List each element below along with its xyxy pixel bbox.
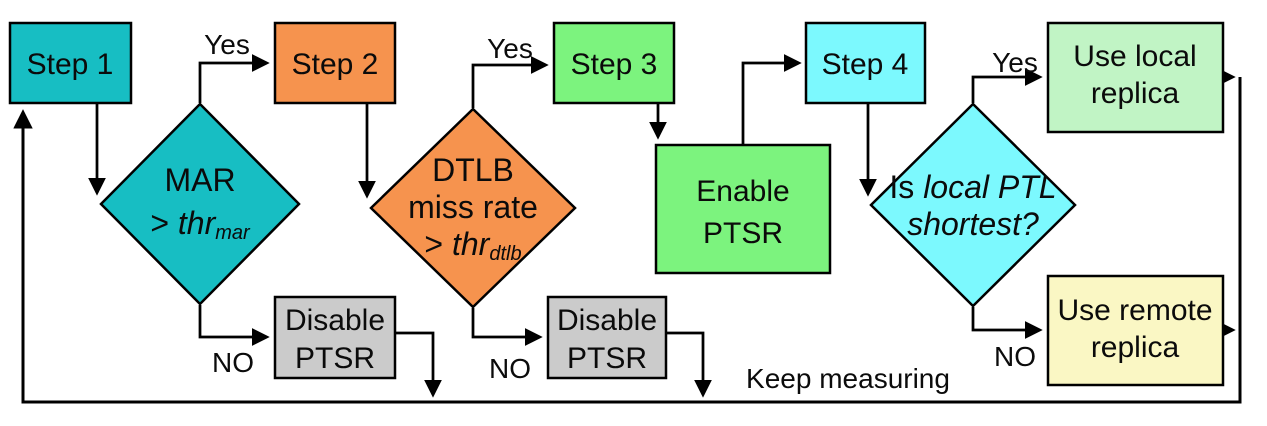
step4-label: Step 4 bbox=[822, 48, 909, 81]
edge-ptl-yes-to-use-local bbox=[971, 68, 1043, 103]
edge-ptl-no-to-use-remote bbox=[971, 307, 1043, 339]
edge-dtlb-yes-to-step3 bbox=[471, 56, 549, 108]
use-local-label-line1: Use local bbox=[1073, 40, 1196, 73]
use-remote-replica-box bbox=[1046, 274, 1225, 387]
yes-label-2: Yes bbox=[487, 33, 533, 64]
dtlb-decision-label-line1: DTLB bbox=[432, 152, 514, 188]
step2-box bbox=[273, 21, 397, 105]
yes-label-3: Yes bbox=[992, 47, 1038, 78]
disable-ptsr-1-label-line1: Disable bbox=[285, 304, 385, 337]
edge-disable1-to-return bbox=[396, 331, 442, 398]
enable-ptsr-label-line2: PTSR bbox=[703, 217, 783, 250]
use-local-label-line2: replica bbox=[1091, 77, 1180, 110]
disable-ptsr-2-label-line1: Disable bbox=[557, 304, 657, 337]
enable-ptsr-label-line1: Enable bbox=[696, 175, 789, 208]
use-remote-label-line2: replica bbox=[1091, 331, 1180, 364]
edge-mar-no-to-disable1 bbox=[198, 305, 270, 346]
mar-threshold-var: thr bbox=[178, 205, 217, 241]
dtlb-decision-diamond bbox=[369, 107, 577, 309]
no-label-2: NO bbox=[489, 353, 531, 384]
mar-decision-label-line2: > thrmar bbox=[150, 205, 251, 244]
ptl-decision-label-line1: Is local PTL bbox=[889, 169, 1056, 205]
dtlb-decision-label-line3: > thrdtlb bbox=[424, 226, 521, 265]
use-local-replica-box bbox=[1046, 21, 1225, 134]
dtlb-threshold-var: thr bbox=[452, 226, 491, 262]
ptl-label-italic: local PTL bbox=[923, 169, 1056, 205]
no-label-1: NO bbox=[212, 347, 254, 378]
dtlb-decision-label-line2: miss rate bbox=[408, 189, 538, 225]
ptl-label-prefix: Is bbox=[889, 169, 923, 205]
dtlb-gt-sign: > bbox=[424, 226, 452, 262]
edge-disable2-to-return bbox=[667, 331, 712, 398]
use-remote-label-line1: Use remote bbox=[1057, 294, 1212, 327]
enable-ptsr-box bbox=[654, 143, 832, 275]
step3-label: Step 3 bbox=[571, 48, 658, 81]
edge-return-loop bbox=[13, 77, 1242, 404]
mar-decision-label-line1: MAR bbox=[164, 162, 235, 198]
ptl-decision-label-line2: shortest? bbox=[907, 206, 1039, 242]
step1-box bbox=[8, 21, 133, 105]
mar-decision-diamond bbox=[99, 102, 301, 306]
dtlb-threshold-subscript: dtlb bbox=[489, 243, 521, 265]
no-label-3: NO bbox=[994, 341, 1036, 372]
step2-label: Step 2 bbox=[292, 48, 379, 81]
keep-measuring-label: Keep measuring bbox=[746, 363, 950, 394]
disable-ptsr-box-2 bbox=[546, 295, 668, 380]
mar-threshold-subscript: mar bbox=[215, 222, 251, 244]
mar-gt-sign: > bbox=[150, 205, 178, 241]
edge-dtlb-no-to-disable2 bbox=[471, 308, 543, 346]
edge-mar-yes-to-step2 bbox=[198, 54, 270, 103]
yes-label-1: Yes bbox=[204, 29, 250, 60]
edge-enable-to-step4 bbox=[741, 54, 802, 144]
disable-ptsr-1-label-line2: PTSR bbox=[295, 342, 375, 375]
step4-box bbox=[804, 21, 927, 105]
ptl-decision-diamond bbox=[869, 102, 1077, 308]
disable-ptsr-box-1 bbox=[273, 295, 397, 380]
disable-ptsr-2-label-line2: PTSR bbox=[567, 342, 647, 375]
step1-label: Step 1 bbox=[27, 48, 114, 81]
step3-box bbox=[552, 21, 676, 105]
